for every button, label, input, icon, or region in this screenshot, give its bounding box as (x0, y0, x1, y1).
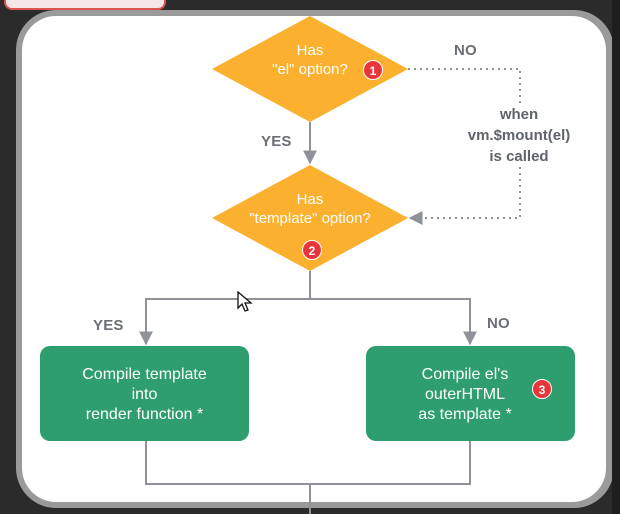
right-edge-bar (612, 0, 620, 514)
action-compile-outer-html-line2: outerHTML (424, 386, 506, 403)
edge-label-no-right: NO (487, 315, 510, 332)
mount-note-line1: when (499, 106, 539, 123)
edge-label-yes-mid: YES (261, 133, 292, 150)
step-badge-2: 2 (302, 240, 322, 260)
step-badge-1: 1 (363, 60, 383, 80)
edge-label-no-top: NO (454, 42, 477, 59)
decision-template-text: Has "template" option? (230, 190, 390, 228)
decision-el-text: Has "el" option? (245, 41, 375, 79)
decision-el-line1: Has (296, 42, 324, 59)
decision-diamond-template (212, 165, 408, 271)
top-tab-fragment (4, 0, 166, 10)
edge-label-yes-left: YES (93, 317, 124, 334)
mount-note-line3: is called (489, 148, 549, 165)
mount-note: when vm.$mount(el) is called (440, 104, 598, 167)
action-compile-outer-html-line3: as template * (418, 406, 512, 423)
decision-el-line2: "el" option? (272, 61, 348, 78)
action-compile-template-text: Compile template into render function * (40, 365, 249, 425)
connector-merge (145, 441, 471, 485)
action-compile-template-line1: Compile template (82, 366, 207, 383)
step-badge-3: 3 (532, 379, 552, 399)
action-compile-template-line3: render function * (85, 406, 204, 423)
decision-template-line2: "template" option? (249, 210, 371, 227)
connector-split (139, 271, 311, 346)
mouse-cursor-icon (237, 291, 253, 312)
action-compile-template-line2: into (131, 386, 158, 403)
action-compile-outer-html-line1: Compile el's (421, 366, 509, 383)
mount-note-line2: vm.$mount(el) (467, 127, 571, 144)
decision-template-line1: Has (296, 191, 324, 208)
action-compile-outer-html-text: Compile el's outerHTML as template * (380, 365, 550, 425)
connector-split-right (310, 298, 477, 346)
decision-diamond-el (212, 16, 408, 122)
action-box-compile-template (40, 346, 249, 441)
